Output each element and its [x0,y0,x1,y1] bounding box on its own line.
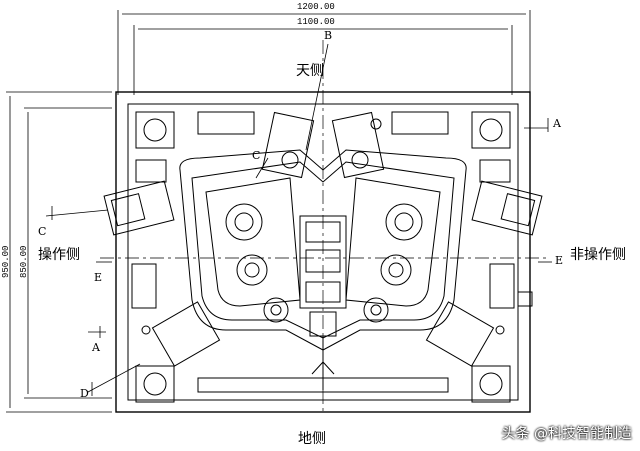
dimension-overall-height: 950.00 [1,245,11,278]
side-label-top: 天侧 [296,63,324,79]
side-label-right: 非操作侧 [570,247,626,263]
dimension-inner-width: 1100.00 [297,17,335,27]
section-marker-d: D [80,387,89,400]
cylinders [225,151,423,323]
cavity-outline [179,149,467,351]
section-marker-c-left: C [38,225,47,238]
dimension-lines [6,10,531,413]
section-marker-a-top-right: A [553,117,561,130]
section-marker-e-right: E [555,254,564,267]
watermark: 头条 @科技智能制造 [501,426,632,442]
side-details [131,111,533,393]
dimension-overall-width: 1200.00 [297,2,335,12]
dimension-inner-height: 850.00 [19,245,29,278]
slider-blocks [103,111,543,367]
central-column [299,215,347,390]
side-label-left: 操作侧 [38,247,80,263]
section-marker-b: B [324,29,333,42]
corner-pockets [135,111,511,403]
side-label-bottom: 地侧 [298,431,326,447]
section-marker-e-left: E [94,271,103,284]
section-marker-a-left: A [92,341,100,354]
section-leaders [45,43,552,396]
section-marker-c-top: C [252,149,261,162]
mold-frame [100,40,548,413]
